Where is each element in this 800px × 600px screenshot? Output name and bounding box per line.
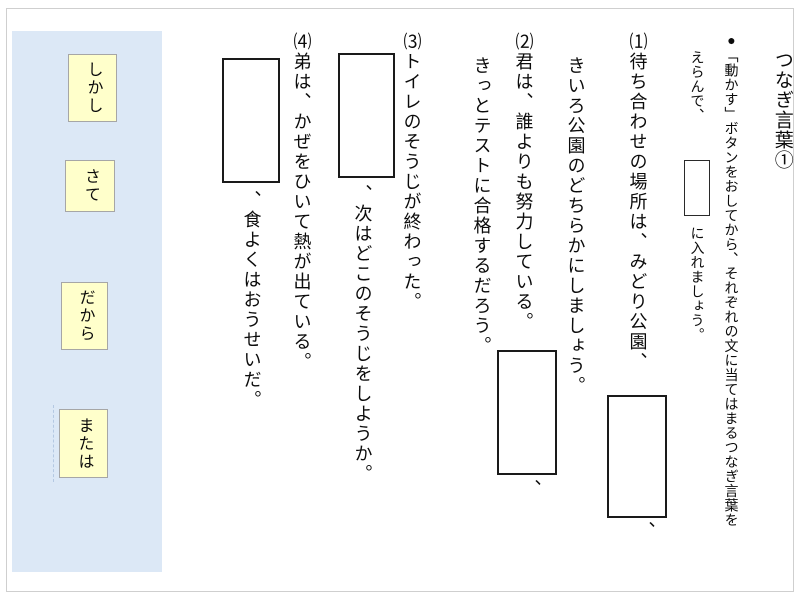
question-1-text-continued: きいろ公園のどちらかにしましょう。 [565, 56, 586, 396]
word-card-label: しかし [84, 61, 102, 115]
word-card-dakara[interactable]: だから [61, 282, 108, 350]
instruction-line2-before: えらんで、 [689, 50, 706, 123]
question-3-text-continued: 、次はどこのそうじをしようか。 [352, 184, 373, 484]
question-1-comma: 、 [635, 521, 656, 541]
question-3-text: ⑶トイレのそうじが終わった。 [401, 32, 422, 312]
word-card-label: さて [82, 168, 99, 204]
page-title: つなぎ言葉① [771, 50, 793, 170]
question-1-answer-box[interactable] [607, 395, 667, 518]
word-card-label: または [75, 416, 93, 471]
instruction-example-box[interactable] [684, 160, 710, 216]
question-1-text: ⑴待ち合わせの場所は、みどり公園、 [627, 32, 648, 372]
question-3-answer-box[interactable] [338, 53, 395, 178]
instruction-line1: ●「動かす」ボタンをおしてから、それぞれの文に当てはまるつなぎ言葉を [723, 32, 740, 527]
question-4-text: ⑷弟は、かぜをひいて熱が出ている。 [291, 32, 312, 372]
question-2-answer-box[interactable] [497, 350, 557, 475]
instruction-line2-after: に入れましょう。 [689, 226, 706, 342]
question-2-comma: 、 [521, 479, 542, 499]
word-card-sate[interactable]: さて [65, 160, 115, 212]
word-card-label: だから [76, 289, 94, 343]
question-2-text: ⑵君は、誰よりも努力している。 [513, 32, 534, 332]
card-position-hint [53, 405, 58, 482]
question-4-answer-box[interactable] [222, 58, 280, 183]
word-card-matawa[interactable]: または [59, 409, 108, 478]
word-card-shikashi[interactable]: しかし [68, 54, 117, 122]
question-2-text-continued: きっとテストに合格するだろう。 [471, 56, 492, 356]
question-4-text-continued: 、食よくはおうせいだ。 [241, 190, 262, 410]
